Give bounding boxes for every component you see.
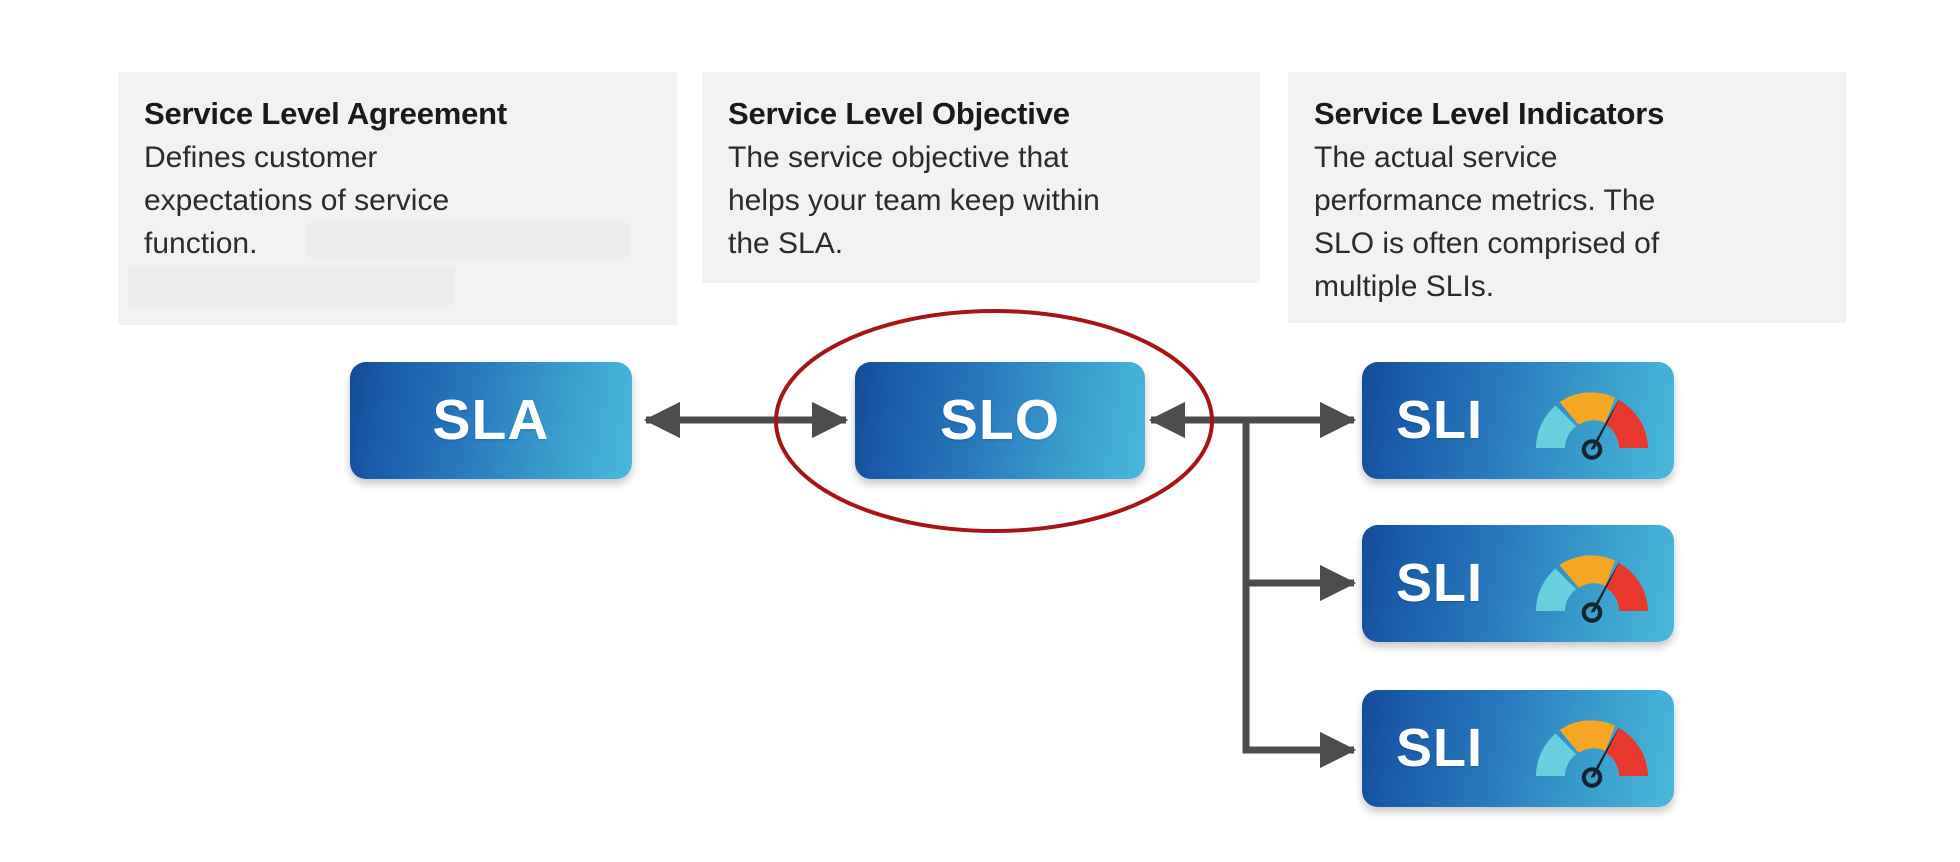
node-label-sli-3: SLI [1396, 718, 1484, 778]
node-sli-2[interactable]: SLI [1362, 525, 1674, 642]
card-body-line: expectations of service [144, 184, 450, 217]
node-sli-1[interactable]: SLI [1362, 362, 1674, 479]
card-title-sli: Service Level Indicators [1314, 96, 1665, 131]
card-body-line: multiple SLIs. [1314, 270, 1495, 303]
card-body-line: performance metrics. The [1314, 184, 1656, 217]
card-title-sla: Service Level Agreement [144, 96, 507, 131]
node-label-slo: SLO [939, 388, 1061, 452]
node-slo[interactable]: SLO [855, 362, 1145, 479]
card-body-line: Defines customer [144, 141, 378, 174]
node-sli-3[interactable]: SLI [1362, 690, 1674, 807]
card-title-slo: Service Level Objective [728, 96, 1070, 131]
card-body-line: the SLA. [728, 227, 844, 260]
card-body-line: function. [144, 227, 258, 260]
card-body-line: SLO is often comprised of [1314, 227, 1660, 260]
redaction-block-2 [128, 267, 455, 305]
card-body-line: The service objective that [728, 141, 1069, 174]
card-body-line: helps your team keep within [728, 184, 1100, 217]
node-label-sla: SLA [432, 388, 550, 452]
node-sla[interactable]: SLA [350, 362, 632, 479]
definition-card-slo: Service Level Objective The service obje… [702, 72, 1260, 283]
node-label-sli-1: SLI [1396, 390, 1484, 450]
gauge-icon [1528, 706, 1656, 792]
gauge-icon [1528, 541, 1656, 627]
gauge-icon [1528, 378, 1656, 464]
definition-card-sli: Service Level Indicators The actual serv… [1288, 72, 1846, 323]
node-label-sli-2: SLI [1396, 553, 1484, 613]
card-body-sli: The actual service performance metrics. … [1314, 136, 1820, 308]
redaction-block-1 [306, 223, 631, 257]
card-body-slo: The service objective that helps your te… [728, 136, 1234, 265]
card-body-line: The actual service [1314, 141, 1558, 174]
card-body-sla: Defines customer expectations of service… [144, 136, 651, 265]
